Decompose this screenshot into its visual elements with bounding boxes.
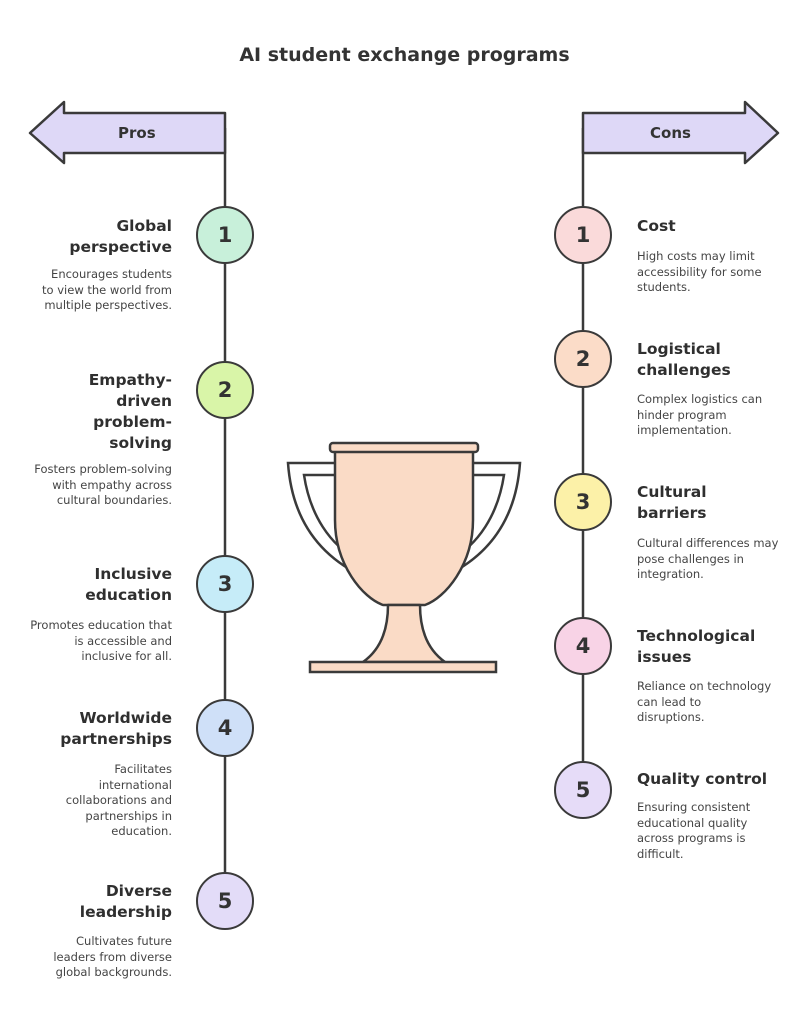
pros-circle-3: 3 bbox=[196, 555, 254, 613]
cons-label: Cons bbox=[650, 124, 691, 142]
pros-label: Pros bbox=[118, 124, 156, 142]
cons-title-1: Cost bbox=[637, 217, 676, 235]
trophy-icon bbox=[286, 441, 522, 674]
pros-circle-1: 1 bbox=[196, 206, 254, 264]
pros-desc-2: Fosters problem-solving with empathy acr… bbox=[34, 462, 172, 507]
cons-desc-4: Reliance on technology can lead to disru… bbox=[637, 679, 772, 724]
cons-title-4: Technological issues bbox=[637, 627, 756, 666]
cons-circle-3: 3 bbox=[554, 473, 612, 531]
cons-desc-3: Cultural differences may pose challenges… bbox=[637, 536, 779, 581]
pros-title-3: Inclusive education bbox=[85, 565, 172, 604]
pros-desc-1: Encourages students to view the world fr… bbox=[42, 267, 172, 312]
pros-circle-4: 4 bbox=[196, 699, 254, 757]
pros-desc-5: Cultivates future leaders from diverse g… bbox=[53, 934, 172, 979]
cons-circle-4: 4 bbox=[554, 617, 612, 675]
pros-circle-5: 5 bbox=[196, 872, 254, 930]
pros-title-2: Empathy-driven problem-solving bbox=[88, 371, 172, 452]
cons-title-5: Quality control bbox=[637, 770, 768, 788]
pros-desc-3: Promotes education that is accessible an… bbox=[30, 618, 172, 663]
diagram-title: AI student exchange programs bbox=[239, 44, 570, 66]
pros-title-4: Worldwide partnerships bbox=[60, 709, 172, 748]
cons-circle-2: 2 bbox=[554, 330, 612, 388]
cons-title-3: Cultural barriers bbox=[637, 483, 707, 522]
cons-arrow bbox=[581, 100, 780, 165]
pros-circle-2: 2 bbox=[196, 361, 254, 419]
pros-desc-4: Facilitates international collaborations… bbox=[65, 762, 172, 838]
cons-circle-1: 1 bbox=[554, 206, 612, 264]
pros-arrow bbox=[28, 100, 227, 165]
cons-title-2: Logistical challenges bbox=[637, 340, 731, 379]
cons-desc-1: High costs may limit accessibility for s… bbox=[637, 249, 762, 294]
pros-title-5: Diverse leadership bbox=[79, 882, 172, 921]
cons-circle-5: 5 bbox=[554, 761, 612, 819]
pros-title-1: Global perspective bbox=[69, 217, 172, 256]
cons-desc-2: Complex logistics can hinder program imp… bbox=[637, 392, 763, 437]
cons-desc-5: Ensuring consistent educational quality … bbox=[637, 800, 751, 861]
